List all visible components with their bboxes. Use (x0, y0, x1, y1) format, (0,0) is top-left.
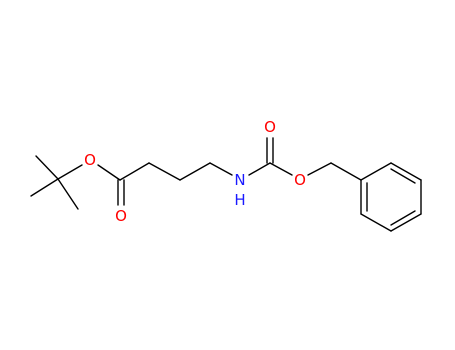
nitrogen-hydrogen-label: H (234, 191, 245, 209)
bond-ch2-to-ring (330, 162, 362, 181)
carbamate-carbonyl-oxygen-label: O (264, 118, 276, 136)
ester-carbonyl-oxygen-label: O (115, 207, 127, 225)
carbamate-ether-oxygen-label: O (294, 171, 306, 189)
bond-ether-o-to-ch2 (307, 162, 332, 176)
bond-tbu-methyl-left (30, 178, 59, 197)
bond-ester-o-to-carbonyl-c (97, 164, 121, 181)
ring-bond-3 (390, 213, 422, 232)
benzene-ring (360, 162, 422, 232)
bond-n-to-carbamate-c (248, 162, 271, 176)
ring-inner-double-2 (390, 210, 416, 226)
carbamate-group (248, 137, 293, 176)
ring-inner-double-3 (390, 168, 416, 184)
ring-bond-2 (360, 213, 392, 232)
bond-carbamate-c-to-ether-o (269, 162, 293, 176)
ester-oxygen-label: O (84, 151, 96, 169)
bond-tbu-methyl-bottom (57, 178, 79, 210)
bond-chain-2 (148, 162, 181, 181)
bond-chain-3 (179, 162, 211, 181)
tert-butyl-group (30, 155, 83, 210)
benzyl-linker (307, 162, 362, 181)
alkyl-chain (119, 162, 233, 181)
ring-bond-5 (390, 162, 422, 181)
bond-chain-1 (119, 162, 150, 181)
nitrogen-label: N (234, 171, 245, 189)
ring-bond-6 (360, 162, 392, 181)
bond-tbu-to-ester-o (57, 164, 83, 180)
bond-chain-to-n (209, 162, 233, 176)
bond-tbu-methyl-top (35, 155, 59, 180)
ester-group (97, 164, 125, 206)
